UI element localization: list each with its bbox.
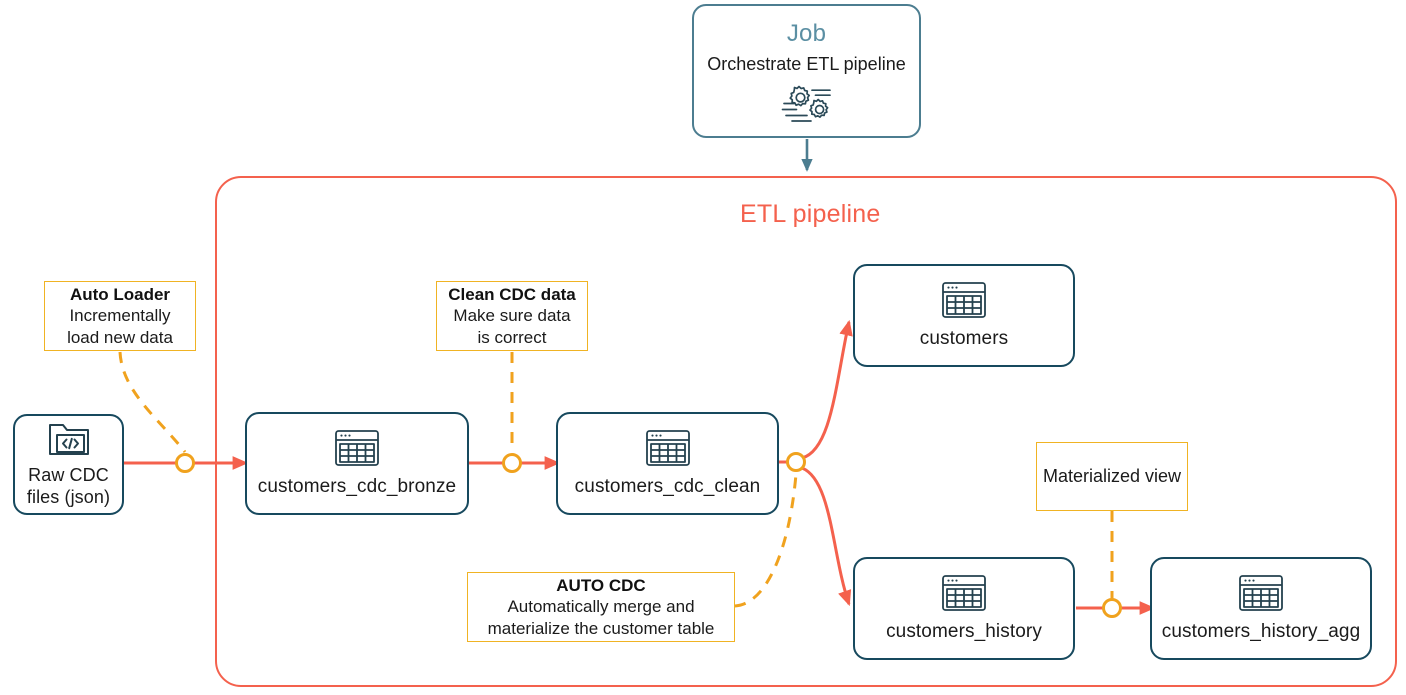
- job-title: Job: [786, 20, 827, 47]
- etl-pipeline-container: [215, 176, 1397, 687]
- node-label: customers_cdc_bronze: [257, 476, 457, 498]
- annotation-auto-loader: Auto Loader Incrementally load new data: [44, 281, 196, 351]
- annotation-body: Make sure data is correct: [453, 306, 571, 347]
- table-icon: [941, 573, 987, 613]
- annotation-title: Clean CDC data: [448, 285, 576, 305]
- node-customers-history-agg[interactable]: customers_history_agg: [1150, 557, 1372, 660]
- folder-code-icon: [47, 421, 91, 457]
- node-customers[interactable]: customers: [853, 264, 1075, 367]
- node-label: customers: [919, 328, 1009, 350]
- job-subtitle: Orchestrate ETL pipeline: [707, 54, 906, 74]
- annotation-title: Auto Loader: [69, 285, 171, 305]
- table-icon: [645, 428, 691, 468]
- node-label: Raw CDC files (json): [26, 465, 111, 507]
- annotation-clean-cdc-data: Clean CDC data Make sure data is correct: [436, 281, 588, 351]
- table-icon: [941, 280, 987, 320]
- annotation-body: Materialized view: [1042, 466, 1182, 487]
- node-customers-cdc-clean[interactable]: customers_cdc_clean: [556, 412, 779, 515]
- annotation-title: AUTO CDC: [556, 576, 646, 596]
- table-icon: [1238, 573, 1284, 613]
- annotation-body: Automatically merge and materialize the …: [487, 597, 715, 638]
- node-label: customers_cdc_clean: [574, 476, 761, 498]
- connector-ring-auto-loader: [175, 453, 195, 473]
- table-icon: [334, 428, 380, 468]
- etl-pipeline-label: ETL pipeline: [740, 200, 881, 228]
- annotation-materialized-view: Materialized view: [1036, 442, 1188, 511]
- annotation-auto-cdc: AUTO CDC Automatically merge and materia…: [467, 572, 735, 642]
- node-label: customers_history: [886, 621, 1042, 643]
- node-raw-cdc-files[interactable]: Raw CDC files (json): [13, 414, 124, 515]
- leader-auto-loader: [118, 351, 187, 453]
- annotation-body: Incrementally load new data: [67, 306, 173, 347]
- job-box[interactable]: Job Orchestrate ETL pipeline: [692, 4, 921, 138]
- gears-icon: [780, 85, 834, 125]
- node-customers-history[interactable]: customers_history: [853, 557, 1075, 660]
- node-customers-cdc-bronze[interactable]: customers_cdc_bronze: [245, 412, 469, 515]
- node-label: customers_history_agg: [1161, 621, 1361, 643]
